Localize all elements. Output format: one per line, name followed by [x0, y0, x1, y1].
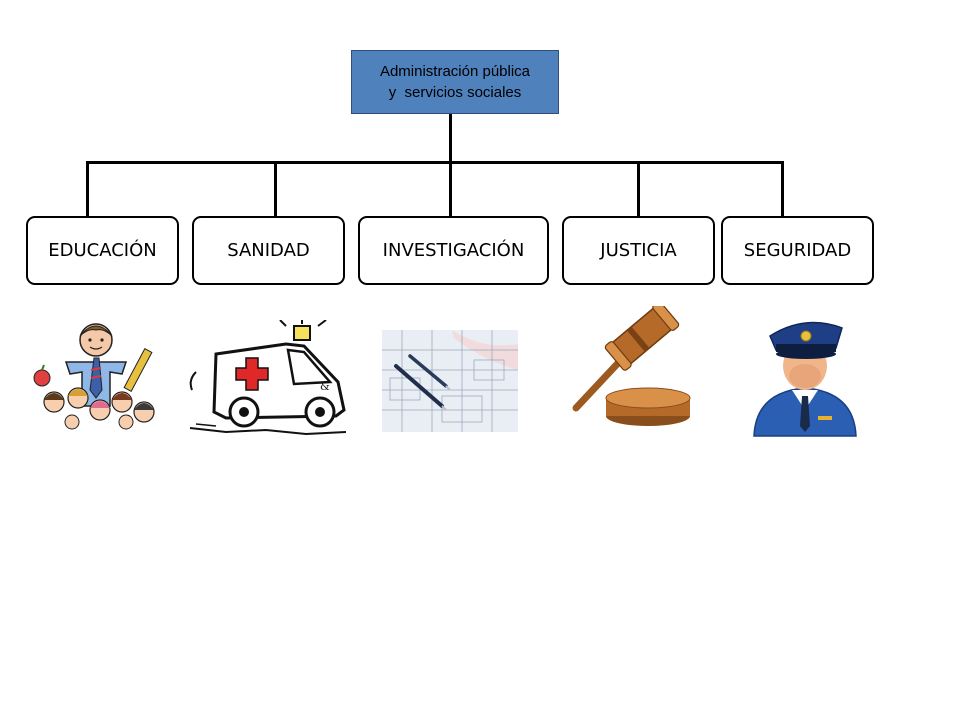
police-officer-icon [753, 321, 857, 437]
node-label: EDUCACIÓN [48, 240, 157, 261]
node-educacion: EDUCACIÓN [26, 216, 179, 285]
gavel-icon [572, 306, 691, 426]
node-label: JUSTICIA [600, 240, 677, 261]
horizontal-connector [86, 161, 784, 164]
branch-connector-investigacion [449, 161, 452, 217]
node-investigacion: INVESTIGACIÓN [358, 216, 549, 285]
branch-connector-seguridad [781, 161, 784, 217]
root-node: Administración pública y servicios socia… [351, 50, 559, 114]
root-connector [449, 114, 452, 164]
branch-connector-justicia [637, 161, 640, 217]
node-label: SANIDAD [227, 240, 310, 261]
branch-connector-educacion [86, 161, 89, 217]
ambulance-icon: & [186, 320, 358, 440]
node-label: INVESTIGACIÓN [382, 240, 525, 261]
root-label-line2: y servicios sociales [388, 84, 522, 101]
node-seguridad: SEGURIDAD [721, 216, 874, 285]
node-label: SEGURIDAD [743, 240, 852, 261]
node-justicia: JUSTICIA [562, 216, 715, 285]
children-icon [33, 323, 155, 430]
blueprint-icon [382, 330, 518, 432]
svg-text:&: & [320, 380, 330, 393]
branch-connector-sanidad [274, 161, 277, 217]
root-label-line1: Administración pública [379, 63, 531, 80]
node-sanidad: SANIDAD [192, 216, 345, 285]
